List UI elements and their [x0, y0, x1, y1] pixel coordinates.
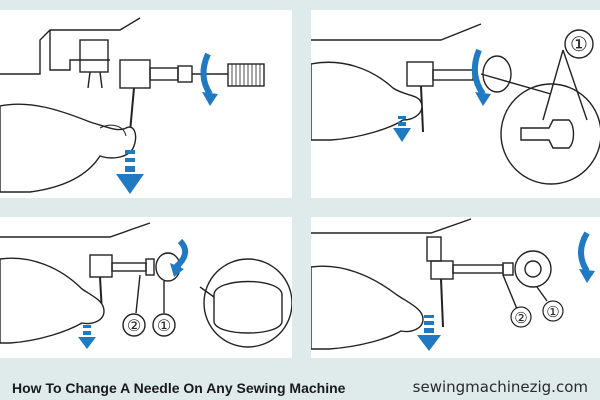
down-arrow-icon [116, 150, 144, 194]
machine-head-outline [311, 218, 472, 234]
machine-head-outline [311, 23, 482, 41]
rotate-arrow-icon [173, 238, 189, 270]
callout-2-circle [510, 306, 532, 328]
machine-head-outline [0, 17, 141, 75]
hand-icon [311, 61, 423, 141]
callout-2: ② [127, 316, 141, 335]
callout-1-circle [152, 313, 176, 337]
step-1-drawing [0, 17, 265, 194]
ring-screwdriver-icon [514, 250, 552, 288]
needle-clamp-icon [430, 260, 454, 280]
callout-2-circle [122, 313, 146, 337]
step-3-drawing: ② ① [0, 222, 292, 349]
needle [129, 87, 135, 133]
image-caption: How To Change A Needle On Any Sewing Mac… [12, 380, 346, 396]
needle-clamp-icon [89, 254, 113, 278]
needle-clamp-icon [119, 59, 151, 89]
needle-clamp-icon [406, 61, 434, 87]
down-arrow-icon [393, 116, 411, 142]
down-arrow-icon [78, 325, 96, 349]
screwdriver-icon [482, 55, 512, 93]
down-arrow-icon [417, 315, 441, 351]
site-watermark: sewingmachinezig.com [412, 378, 588, 396]
callout-1: ① [157, 316, 171, 335]
rotate-arrow-icon [200, 52, 213, 96]
machine-head-outline [0, 222, 151, 238]
needle [440, 278, 444, 328]
screwdriver-zoom-circle [203, 258, 292, 348]
hand-icon [311, 265, 424, 350]
callout-1-circle [564, 29, 594, 59]
step-3-illustration: ② ① [0, 217, 292, 358]
step-2-illustration: ① [311, 10, 600, 198]
rotate-arrow-icon [578, 231, 590, 273]
screwdriver-zoom-circle [500, 83, 600, 185]
step-4-illustration: ② ① [311, 217, 600, 358]
clamp-screw-knob-icon [227, 63, 265, 87]
callout-2: ② [514, 309, 527, 327]
rotate-arrow-icon [471, 48, 486, 96]
step-1-illustration [0, 10, 292, 198]
callout-1: ① [546, 303, 559, 321]
presser-bar [79, 39, 109, 73]
step-2-drawing: ① [311, 23, 600, 185]
hand-icon [0, 103, 137, 193]
callout-1: ① [570, 32, 588, 56]
hand-icon [0, 257, 105, 344]
callout-1-circle [542, 300, 564, 322]
step-4-drawing: ② ① [311, 218, 595, 351]
